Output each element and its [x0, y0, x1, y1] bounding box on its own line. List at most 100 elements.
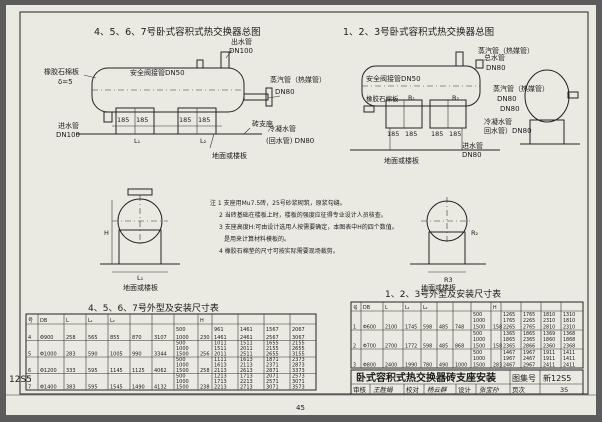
- left-inlet-dn: DN100: [56, 131, 80, 139]
- table-cell: Φ1200: [40, 368, 57, 374]
- table-cell: 2967: [523, 363, 535, 369]
- right-inlet-dn: DN80: [462, 151, 482, 159]
- table-cell: 598: [423, 325, 432, 331]
- table-cell: 2411: [563, 363, 575, 369]
- right-steam-dn: DN80: [497, 95, 517, 103]
- table-cell: 2: [353, 344, 356, 350]
- table-cell: 2365: [523, 337, 535, 343]
- table-cell: 1500: [176, 368, 189, 374]
- left-outlet-label: 出水管: [231, 37, 252, 46]
- right-dim-185d: 185: [449, 130, 461, 138]
- table-cell: 2866: [523, 344, 535, 350]
- left-return-label: (回水管) DN80: [266, 136, 314, 145]
- left-dim-L1: L₁: [134, 137, 141, 145]
- table-header-cell: 号: [353, 305, 358, 311]
- table-cell: Φ900: [40, 335, 53, 341]
- table-cell: 238: [200, 385, 210, 391]
- table-cell: 780: [423, 363, 432, 369]
- table-cell: 500: [473, 350, 482, 356]
- left-steam-pipe-label: 蒸汽管（热媒管）: [270, 75, 326, 84]
- right-section-dim-R2: R₂: [471, 229, 479, 237]
- table-cell: 2265: [523, 318, 535, 324]
- table-cell: Φ1400: [40, 385, 57, 391]
- table-cell: 4062: [154, 368, 167, 374]
- table-cell: 1000: [473, 356, 485, 362]
- table-cell: 1765: [503, 318, 515, 324]
- table-cell: 2700: [385, 344, 397, 350]
- table-cell: 1000: [176, 363, 189, 369]
- table-cell: 1500: [473, 344, 485, 350]
- table-cell: 1967: [523, 350, 535, 356]
- table-cell: 2467: [503, 363, 515, 369]
- table-header-cell: 号: [28, 318, 33, 324]
- right-outlet-label: 总水管: [484, 53, 505, 62]
- check-label: 校对: [406, 385, 420, 394]
- table-cell: 258: [200, 368, 210, 374]
- right-section-dim-R3: R3: [444, 276, 453, 284]
- table-cell: 490: [439, 363, 448, 369]
- table-cell: 1125: [132, 368, 145, 374]
- table-cell: 1865: [503, 337, 515, 343]
- table-cell: 1265: [503, 312, 515, 318]
- table-header-cell: DB: [363, 305, 370, 311]
- right-inlet-label: 进水管: [462, 141, 483, 150]
- left-brick-support-label: 砖支座: [252, 119, 273, 128]
- note-4: 4 橡胶石棉垫的尺寸可按实际需要现场裁剪。: [219, 247, 339, 255]
- design-label: 设计: [458, 385, 472, 394]
- table-cell: 3071: [266, 385, 279, 391]
- table-cell: 500: [176, 341, 186, 347]
- left-section-floor: 地面或楼板: [123, 283, 158, 292]
- right-steam-pipe2-label: 蒸汽管（热媒管）: [493, 84, 549, 93]
- paper: [6, 5, 596, 415]
- table-cell: 2155: [292, 341, 305, 347]
- table-cell: 283: [66, 352, 76, 358]
- table-cell: 1411: [563, 350, 575, 356]
- note-2: 2 当砖基础在楼板上时，楼板的强度应征得专业设计人员核查。: [219, 211, 387, 219]
- table-cell: 2365: [503, 344, 515, 350]
- right-exchanger-elevation: [350, 51, 580, 151]
- table-cell: 1000: [473, 337, 485, 343]
- table-cell: 3067: [292, 335, 305, 341]
- right-rubber-plate-label: 橡胶石棉板: [366, 94, 399, 103]
- table-cell: 500: [473, 312, 482, 318]
- table-cell: 1545: [110, 385, 123, 391]
- table-cell: 2265: [503, 325, 515, 331]
- table-cell: 2871: [266, 368, 279, 374]
- table-cell: 1000: [176, 335, 189, 341]
- left-rubber-plate-label: 橡胶石棉板: [44, 67, 79, 76]
- table-cell: 595: [88, 385, 98, 391]
- left-condensate-label: 冷凝水管: [268, 124, 296, 133]
- table-cell: 1490: [132, 385, 145, 391]
- right-dim-185c: 185: [431, 130, 443, 138]
- table-cell: 1511: [240, 341, 253, 347]
- left-outlet-dn: DN100: [229, 47, 253, 55]
- table-cell: 2765: [523, 325, 535, 331]
- note-3: 3 支座高度H:可由设计选用人按需要确定，本图表中H的四个数值。: [219, 223, 398, 231]
- table-cell: 2155: [266, 346, 279, 352]
- table-cell: 1467: [503, 350, 515, 356]
- note-3-cont: 是用来计算材料模板的。: [224, 235, 290, 243]
- table-cell: 1810: [543, 312, 555, 318]
- table-cell: 2360: [543, 344, 555, 350]
- table-cell: 2100: [385, 325, 397, 331]
- table-cell: 2310: [563, 325, 575, 331]
- table-cell: 3071: [292, 379, 305, 385]
- table-cell: 1911: [543, 356, 555, 362]
- left-section-dim-L1: L₁: [137, 274, 144, 282]
- table-cell: 1365: [503, 331, 515, 337]
- left-thickness-label: δ=5: [58, 78, 73, 86]
- table-cell: 1500: [176, 385, 189, 391]
- notes-block: 注 1 支座用Mu7.5砖，25号砂浆砌筑，原浆勾缝。 2 当砖基础在楼板上时，…: [210, 199, 398, 255]
- table-cell: 2613: [240, 368, 253, 374]
- note-1: 注 1 支座用Mu7.5砖，25号砂浆砌筑，原浆勾缝。: [210, 199, 346, 207]
- table-header-cell: L₁: [405, 305, 410, 311]
- left-section-dim-H: H: [104, 229, 109, 237]
- table-cell: 256: [200, 352, 210, 358]
- table-cell: 1000: [176, 379, 189, 385]
- right-section-floor: 地面或楼板: [421, 283, 456, 292]
- right-return-label: 回水管）DN80: [484, 126, 532, 135]
- table-cell: 1461: [240, 327, 253, 333]
